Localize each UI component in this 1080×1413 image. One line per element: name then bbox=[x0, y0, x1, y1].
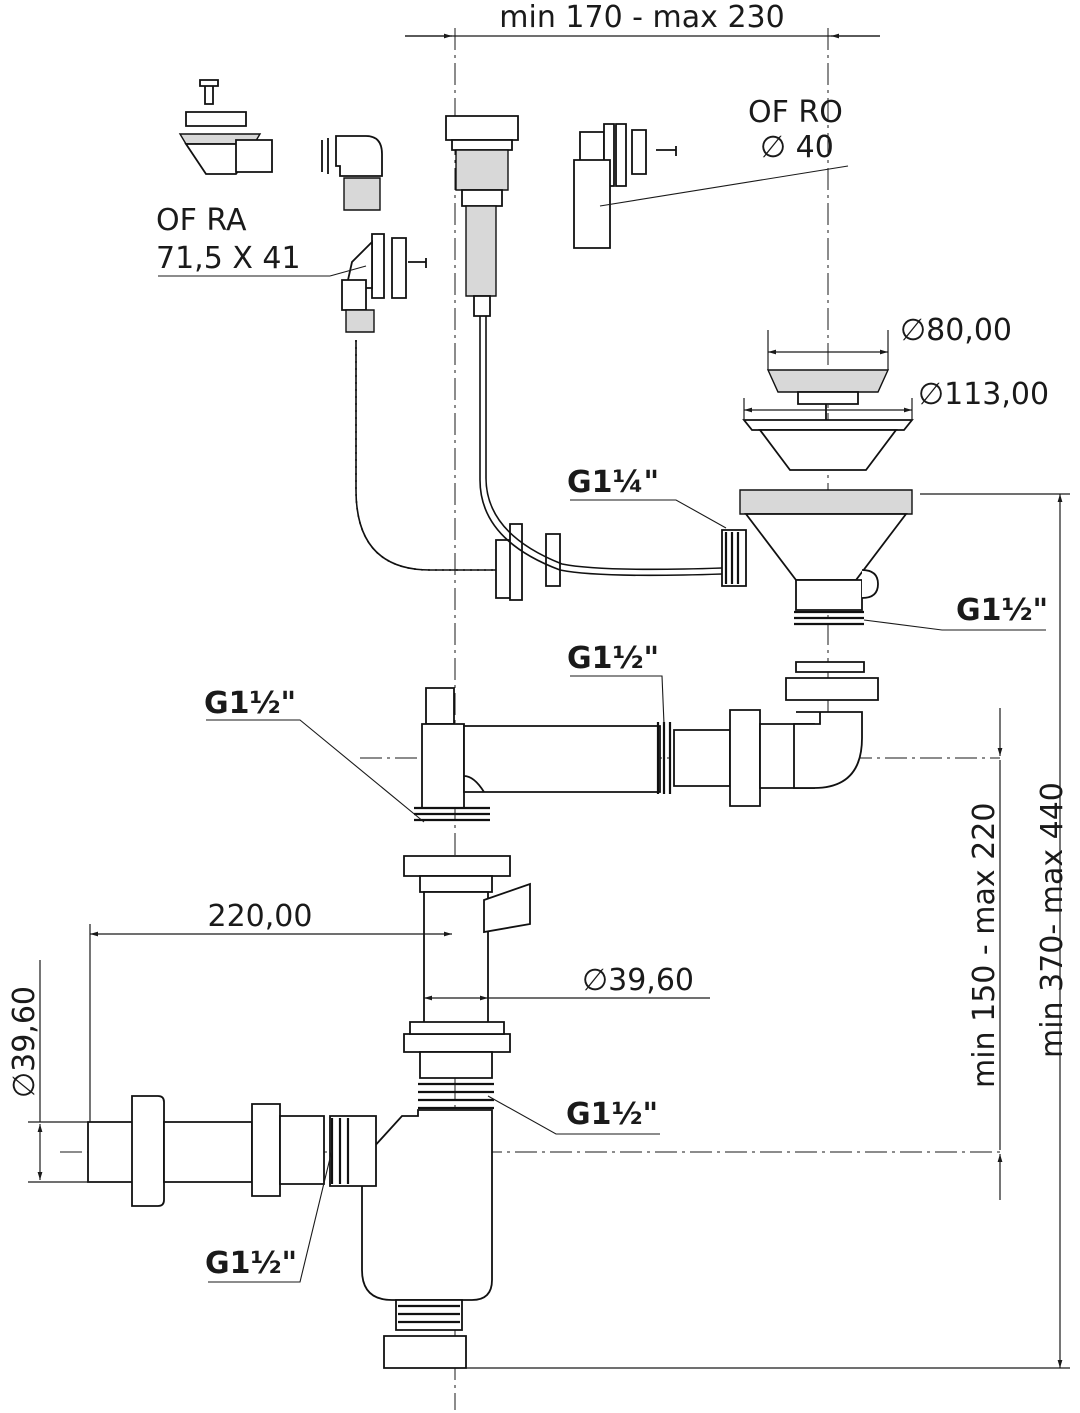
trap-height-label: min 150 - max 220 bbox=[967, 803, 1002, 1088]
strainer-basket bbox=[721, 369, 914, 626]
strainer-side-thread-label: G1¼" bbox=[567, 465, 659, 500]
overflow-spacing-dimension: min 170 - max 230 bbox=[405, 0, 880, 39]
overflow-spacing-label: min 170 - max 230 bbox=[499, 0, 784, 35]
trap-side-thread-label: G1½" bbox=[205, 1246, 297, 1281]
thread-callout-strainer-outlet: G1½" bbox=[863, 593, 1048, 631]
rect-overflow-callout: OF RA 71,5 X 41 bbox=[156, 203, 367, 277]
flange-diameter-label: ∅113,00 bbox=[918, 377, 1049, 412]
thread-callout-trap-top: G1½" bbox=[487, 1095, 660, 1135]
flange-diameter-dimension: ∅113,00 bbox=[743, 377, 1049, 420]
of-ra-label: OF RA bbox=[156, 203, 247, 238]
strainer-diameter-label: ∅80,00 bbox=[900, 313, 1012, 348]
trap-height-dimension: min 150 - max 220 bbox=[967, 708, 1003, 1200]
pipe-diameter-dimension: ∅39,60 bbox=[424, 963, 710, 1001]
branch-length-dimension: 220,00 bbox=[89, 899, 452, 1122]
round-overflow-callout: OF RO ∅ 40 bbox=[599, 95, 849, 207]
of-ro-size-label: ∅ 40 bbox=[760, 130, 834, 165]
screw-icon bbox=[199, 79, 219, 105]
of-ra-size-label: 71,5 X 41 bbox=[156, 241, 301, 276]
trap-top-thread-label: G1½" bbox=[566, 1097, 658, 1132]
round-overflow-parts bbox=[573, 123, 677, 249]
thread-callout-strainer-side: G1¼" bbox=[567, 465, 727, 529]
side-outlet-pipe bbox=[87, 1095, 325, 1207]
trap-assembly bbox=[329, 855, 531, 1369]
outlet-diameter-label: ∅39,60 bbox=[7, 986, 42, 1098]
tee-left-thread-label: G1½" bbox=[204, 686, 296, 721]
total-height-dimension: min 370- max 440 bbox=[466, 493, 1070, 1369]
thread-callout-trap-side: G1½" bbox=[205, 1149, 333, 1283]
outlet-diameter-dimension: ∅39,60 bbox=[7, 960, 90, 1183]
strainer-diameter-dimension: ∅80,00 bbox=[767, 313, 1012, 370]
total-height-label: min 370- max 440 bbox=[1035, 782, 1070, 1058]
branch-length-label: 220,00 bbox=[208, 899, 313, 934]
strainer-outlet-thread-label: G1½" bbox=[956, 593, 1048, 628]
overflow-hose bbox=[355, 340, 561, 601]
rect-overflow-parts bbox=[178, 79, 427, 333]
of-ro-label: OF RO bbox=[748, 95, 843, 130]
popup-waste-assembly bbox=[445, 115, 723, 577]
tee-inlet-thread-label: G1½" bbox=[567, 641, 659, 676]
screw-icon bbox=[656, 146, 677, 156]
pipe-diameter-label: ∅39,60 bbox=[582, 963, 694, 998]
thread-callout-tee-left: G1½" bbox=[204, 686, 425, 823]
thread-callout-tee-inlet: G1½" bbox=[567, 641, 665, 725]
branch-pipe bbox=[414, 661, 879, 822]
